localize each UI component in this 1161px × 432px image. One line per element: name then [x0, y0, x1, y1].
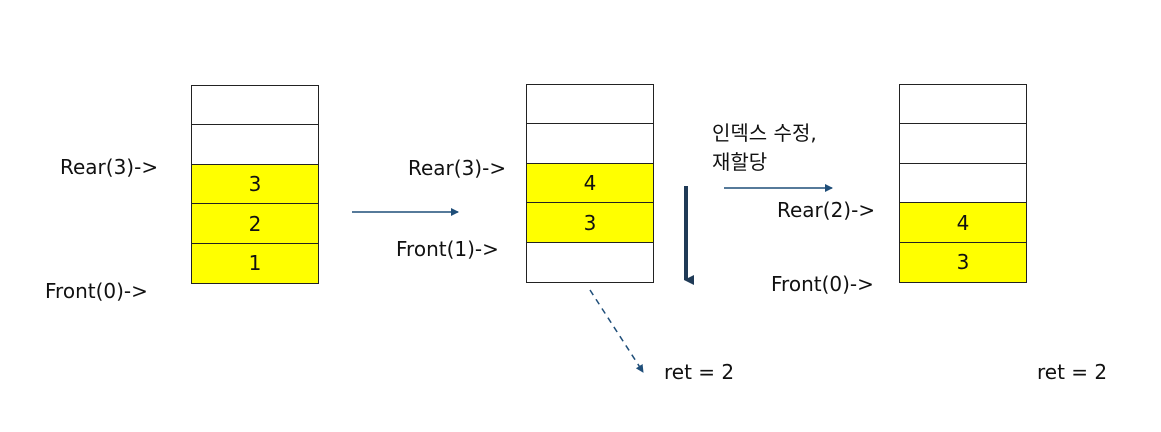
rear-pointer-label: Rear(2)->: [777, 198, 876, 222]
queue-cell: [526, 123, 654, 164]
queue-cell: [191, 124, 319, 165]
rear-pointer-label: Rear(3)->: [60, 155, 159, 179]
queue-cell: 3: [191, 163, 319, 205]
queue-cell: 4: [526, 162, 654, 204]
queue-cell: 1: [191, 242, 319, 284]
queue-cell: 3: [526, 202, 654, 243]
note-line-2: 재할당: [712, 150, 768, 174]
queue-cell: [899, 162, 1027, 204]
queue-cell: 3: [899, 241, 1027, 283]
note-line-1: 인덱스 수정,: [712, 121, 817, 145]
return-value-label: ret = 2: [664, 360, 735, 384]
rear-pointer-label: Rear(3)->: [408, 156, 507, 180]
queue-cell: [526, 241, 654, 283]
queue-cell: [526, 83, 654, 125]
queue-cell: 4: [899, 202, 1027, 243]
queue-stack-1: 3 2 1: [191, 84, 319, 284]
dequeue-arrow: [589, 289, 644, 373]
queue-cell: [899, 123, 1027, 164]
queue-cell: 2: [191, 203, 319, 244]
queue-stack-2: 4 3: [526, 83, 654, 283]
queue-cell: [899, 83, 1027, 125]
front-pointer-label: Front(1)->: [396, 237, 499, 261]
return-value-label: ret = 2: [1037, 360, 1108, 384]
queue-cell: [191, 84, 319, 126]
front-pointer-label: Front(0)->: [45, 279, 148, 303]
front-pointer-label: Front(0)->: [771, 272, 874, 296]
queue-stack-3: 4 3: [899, 83, 1027, 283]
